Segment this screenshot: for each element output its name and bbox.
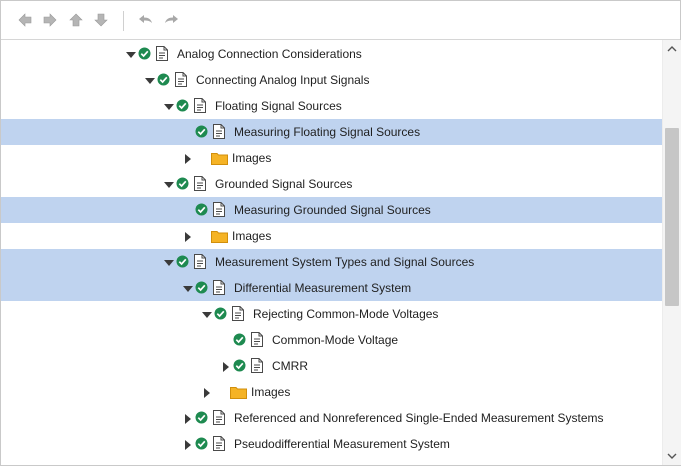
collapsed-arrow-icon[interactable] [183,413,193,424]
checkmark-icon [138,47,151,60]
folder-icon [211,152,228,165]
tree-item-label: Referenced and Nonreferenced Single-Ende… [234,411,604,425]
tree-folder-row[interactable]: Images [1,145,662,171]
up-arrow-icon[interactable] [67,11,85,29]
document-icon [175,72,187,87]
tree-item-label: Floating Signal Sources [215,99,342,113]
document-icon [213,410,225,425]
tree-item-label: Connecting Analog Input Signals [196,73,370,87]
expanded-arrow-icon[interactable] [202,309,212,319]
checkmark-icon [214,307,227,320]
checkmark-icon [157,73,170,86]
checkmark-icon [233,359,246,372]
document-icon [232,306,244,321]
tree-topic-row[interactable]: Pseudodifferential Measurement System [1,431,662,457]
toolbar [1,1,680,40]
checkmark-icon [176,99,189,112]
checkmark-icon [176,255,189,268]
expanded-arrow-icon[interactable] [164,179,174,189]
document-icon [213,280,225,295]
tree-topic-row[interactable]: Rejecting Common-Mode Voltages [1,301,662,327]
checkmark-icon [195,125,208,138]
expanded-arrow-icon[interactable] [126,49,136,59]
tree-folder-row[interactable]: Images [1,379,662,405]
tree-item-label: Images [232,229,272,243]
document-icon [213,124,225,139]
scroll-down-icon[interactable] [663,447,681,465]
document-icon [194,98,206,113]
collapsed-arrow-icon[interactable] [183,153,193,164]
back-arrow-icon[interactable] [16,11,34,29]
document-icon [194,176,206,191]
tree-item-label: Differential Measurement System [234,281,412,295]
tree-item-label: Grounded Signal Sources [215,177,353,191]
expanded-arrow-icon[interactable] [164,257,174,267]
tree-item-label: Images [232,151,272,165]
tree-topic-row[interactable]: Measurement System Types and Signal Sour… [1,249,662,275]
tree-topic-row[interactable]: Analog Connection Considerations [1,41,662,67]
scrollbar-thumb[interactable] [665,128,679,306]
collapsed-arrow-icon[interactable] [183,439,193,450]
folder-icon [230,386,247,399]
document-icon [251,358,263,373]
expanded-arrow-icon[interactable] [145,75,155,85]
tree-item-label: Measuring Grounded Signal Sources [234,203,431,217]
toolbar-separator [123,11,124,31]
tree-item-label: CMRR [272,359,308,373]
collapsed-arrow-icon[interactable] [202,387,212,398]
tree-item-label: Pseudodifferential Measurement System [234,437,450,451]
checkmark-icon [195,437,208,450]
tree-topic-row[interactable]: Measuring Grounded Signal Sources [1,197,662,223]
checkmark-icon [195,203,208,216]
tree-item-label: Images [251,385,291,399]
tree-topic-row[interactable]: Common-Mode Voltage [1,327,662,353]
tree-topic-row[interactable]: Measuring Floating Signal Sources [1,119,662,145]
document-icon [194,254,206,269]
document-icon [156,46,168,61]
checkmark-icon [195,411,208,424]
expanded-arrow-icon[interactable] [164,101,174,111]
tree-topic-row[interactable]: CMRR [1,353,662,379]
document-icon [251,332,263,347]
tree-item-label: Analog Connection Considerations [177,47,362,61]
forward-arrow-icon[interactable] [41,11,59,29]
tree-item-label: Common-Mode Voltage [272,333,399,347]
checkmark-icon [233,333,246,346]
tree-topic-row[interactable]: Differential Measurement System [1,275,662,301]
tree-topic-row[interactable]: Floating Signal Sources [1,93,662,119]
checkmark-icon [195,281,208,294]
tree-topic-row[interactable]: Grounded Signal Sources [1,171,662,197]
tree-topic-row[interactable]: Referenced and Nonreferenced Single-Ende… [1,405,662,431]
collapsed-arrow-icon[interactable] [221,361,231,372]
undo-icon[interactable] [137,11,155,29]
folder-icon [211,230,228,243]
tree-topic-row[interactable]: Connecting Analog Input Signals [1,67,662,93]
scroll-up-icon[interactable] [663,40,681,58]
tree-item-label: Measurement System Types and Signal Sour… [215,255,475,269]
vertical-scrollbar[interactable] [662,40,681,465]
document-icon [213,436,225,451]
collapsed-arrow-icon[interactable] [183,231,193,242]
checkmark-icon [176,177,189,190]
document-icon [213,202,225,217]
expanded-arrow-icon[interactable] [183,283,193,293]
tree-item-label: Measuring Floating Signal Sources [234,125,421,139]
tree-item-label: Rejecting Common-Mode Voltages [253,307,439,321]
down-arrow-icon[interactable] [92,11,110,29]
redo-icon[interactable] [162,11,180,29]
tree-folder-row[interactable]: Images [1,223,662,249]
